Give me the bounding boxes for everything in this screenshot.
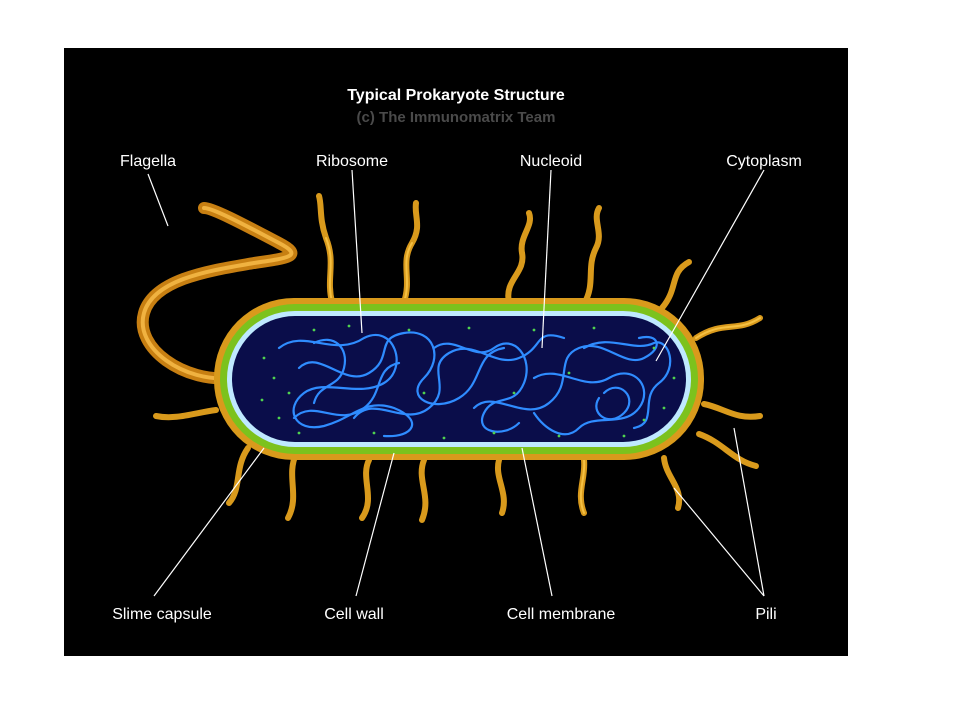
- ribosomes: [260, 324, 676, 440]
- leader-ribosome: [351, 169, 363, 334]
- leader-cytoplasm: [655, 169, 765, 362]
- diagram-subtitle: (c) The Immunomatrix Team: [357, 109, 556, 126]
- flagellum: [136, 202, 298, 385]
- prokaryote-diagram: Typical Prokaryote Structure (c) The Imm…: [112, 87, 802, 623]
- pili-group: [153, 193, 763, 523]
- label-cell-membrane: Cell membrane: [507, 606, 616, 623]
- label-pili: Pili: [755, 606, 776, 623]
- label-ribosome: Ribosome: [316, 153, 388, 170]
- leader-nucleoid: [541, 169, 552, 349]
- label-nucleoid: Nucleoid: [520, 153, 582, 170]
- label-cell-wall: Cell wall: [324, 606, 384, 623]
- diagram-title: Typical Prokaryote Structure: [347, 87, 565, 104]
- label-slime-capsule: Slime capsule: [112, 606, 212, 623]
- label-cytoplasm: Cytoplasm: [726, 153, 802, 170]
- cytoplasm-shape: [232, 316, 686, 442]
- diagram-panel: Typical Prokaryote Structure (c) The Imm…: [64, 48, 848, 656]
- leader-cell-wall: [355, 452, 395, 597]
- leader-pili-2: [673, 487, 765, 597]
- label-flagella: Flagella: [120, 153, 176, 170]
- leader-lines: [147, 169, 765, 597]
- leader-pili-1: [733, 427, 765, 597]
- cell-body: [214, 298, 704, 460]
- nucleoid-dna: [277, 331, 672, 438]
- leader-flagella: [147, 173, 169, 227]
- leader-cell-membrane: [521, 447, 553, 597]
- leader-slime-capsule: [153, 447, 265, 597]
